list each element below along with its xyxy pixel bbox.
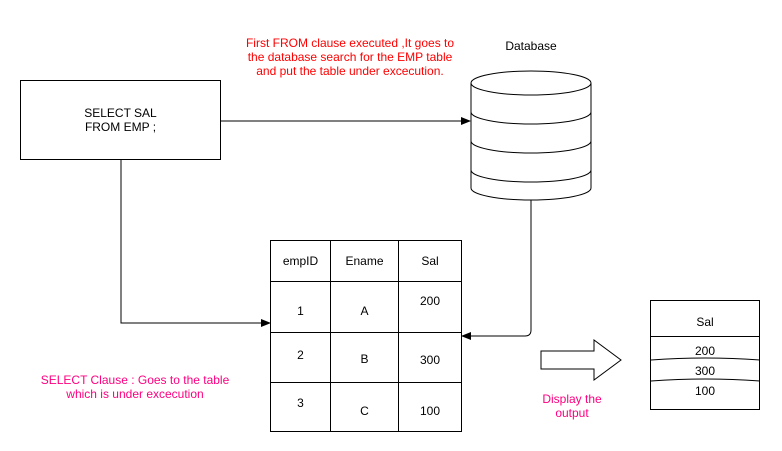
table-row: 2 B 300 — [270, 332, 462, 383]
column-header-empid: empID — [282, 254, 319, 268]
output-separator — [650, 378, 761, 382]
table-cell: 100 — [419, 404, 441, 418]
display-output-arrow — [540, 339, 622, 381]
table-row: 1 A 200 — [270, 281, 462, 333]
table-row: 3 C 100 — [270, 382, 462, 432]
from-note-line: and put the table under excecution. — [256, 64, 444, 78]
table-cell: B — [360, 352, 369, 366]
database-cylinder — [470, 70, 592, 201]
select-clause-note: SELECT Clause : Goes to the table which … — [30, 373, 240, 401]
table-cell: 1 — [297, 304, 304, 318]
output-table: Sal 200 300 100 — [650, 300, 760, 410]
database-label: Database — [505, 39, 557, 53]
table-cell: 300 — [419, 353, 441, 367]
from-clause-note: First FROM clause executed ,It goes to t… — [230, 36, 470, 78]
select-note-line: which is under excecution — [66, 387, 204, 401]
display-note-line: Display the — [542, 392, 602, 406]
column-header-ename: Ename — [345, 254, 384, 268]
display-output-note: Display the output — [534, 392, 610, 420]
output-separator — [650, 357, 761, 361]
from-note-line: First FROM clause executed ,It goes to — [245, 36, 455, 50]
from-note-line: the database search for the EMP table — [247, 50, 453, 64]
output-value: 200 — [694, 344, 716, 358]
query-line: FROM EMP ; — [84, 120, 157, 134]
column-header-sal: Sal — [421, 254, 439, 268]
sql-query-box: SELECT SAL FROM EMP ; — [20, 80, 221, 160]
output-header-divider — [651, 336, 759, 337]
output-value: 300 — [694, 364, 716, 378]
select-note-line: SELECT Clause : Goes to the table — [40, 373, 230, 387]
query-line: SELECT SAL — [84, 106, 157, 120]
emp-table: empID Ename Sal 1 A 200 2 B 300 3 C 100 — [270, 240, 462, 432]
output-value: 100 — [694, 384, 716, 398]
table-cell: C — [360, 404, 369, 418]
table-cell: 2 — [297, 348, 304, 362]
arrow-query-to-table — [120, 160, 271, 327]
table-cell: A — [360, 304, 369, 318]
table-cell: 200 — [419, 294, 441, 308]
table-header-row: empID Ename Sal — [270, 240, 462, 282]
table-cell: 3 — [297, 396, 304, 410]
output-header: Sal — [696, 315, 714, 329]
display-note-line: output — [555, 406, 589, 420]
arrow-database-to-table — [461, 196, 532, 340]
